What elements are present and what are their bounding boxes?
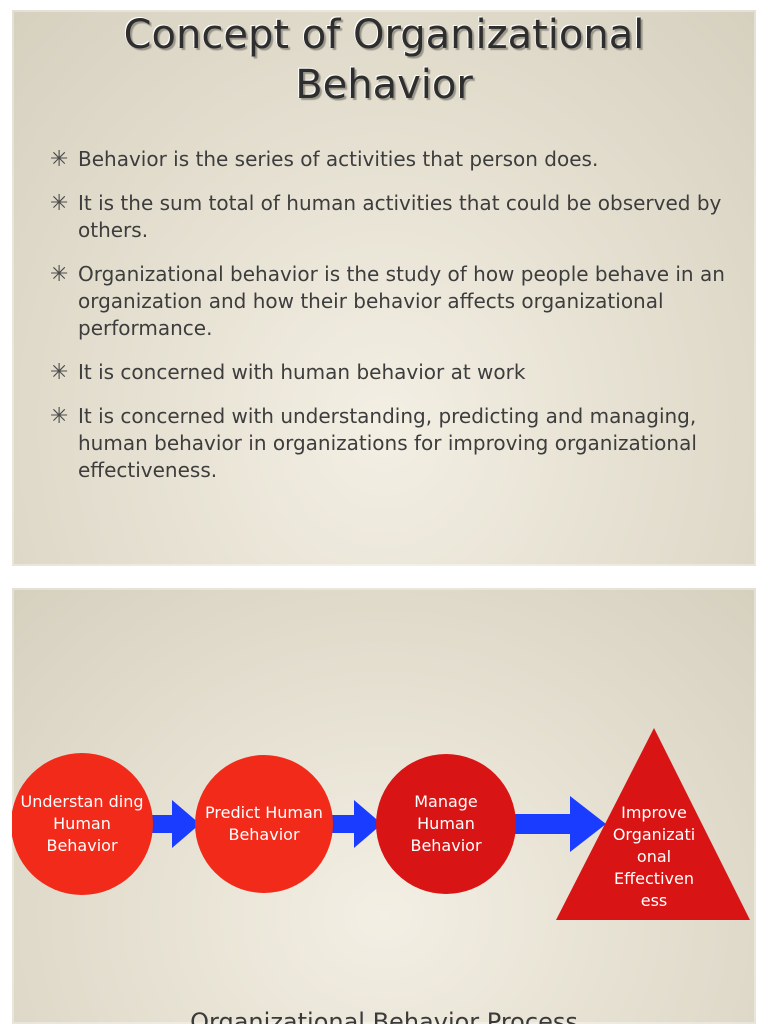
bullet-item: ✳ It is concerned with understanding, pr…	[50, 403, 750, 484]
asterisk-bullet-icon: ✳	[50, 404, 69, 429]
process-diagram	[12, 728, 750, 920]
bullet-item: ✳ Behavior is the series of activities t…	[50, 146, 750, 173]
title-line-1: Concept of Organizational	[123, 12, 645, 58]
flow-arrow-1	[150, 800, 200, 848]
asterisk-bullet-icon: ✳	[50, 360, 69, 385]
node-label-improve: Improve Organizati onal Effectiven ess	[612, 803, 696, 910]
bullet-text: It is the sum total of human activities …	[78, 191, 722, 242]
slide-concept: Concept of Organizational Behavior ✳ Beh…	[12, 10, 756, 566]
node-label-manage: Manage Human Behavior	[410, 792, 482, 855]
slide-process: Understan ding Human Behavior Predict Hu…	[12, 588, 756, 1024]
asterisk-bullet-icon: ✳	[50, 147, 69, 172]
bullet-text: It is concerned with human behavior at w…	[78, 360, 526, 384]
bullet-item: ✳ Organizational behavior is the study o…	[50, 261, 750, 342]
slide-title: Concept of Organizational Behavior	[12, 10, 756, 110]
bullet-item: ✳ It is concerned with human behavior at…	[50, 359, 750, 386]
bullet-text: It is concerned with understanding, pred…	[78, 404, 697, 482]
bullet-list: ✳ Behavior is the series of activities t…	[50, 146, 750, 501]
asterisk-bullet-icon: ✳	[50, 262, 69, 287]
node-improve-triangle	[556, 728, 750, 920]
flow-arrow-2	[332, 800, 382, 848]
bullet-text: Behavior is the series of activities tha…	[78, 147, 599, 171]
bullet-text: Organizational behavior is the study of …	[78, 262, 725, 340]
node-label-understand: Understan ding Human Behavior	[20, 792, 144, 855]
bullet-item: ✳ It is the sum total of human activitie…	[50, 190, 750, 244]
node-predict-circle	[195, 755, 333, 893]
diagram-caption: Organizational Behavior Process	[190, 1008, 578, 1024]
node-manage-circle	[376, 754, 516, 894]
node-understand-circle	[12, 753, 153, 895]
asterisk-bullet-icon: ✳	[50, 191, 69, 216]
title-line-2: Behavior	[295, 62, 473, 108]
flow-arrow-3	[512, 796, 606, 852]
node-label-predict: Predict Human Behavior	[205, 803, 323, 844]
